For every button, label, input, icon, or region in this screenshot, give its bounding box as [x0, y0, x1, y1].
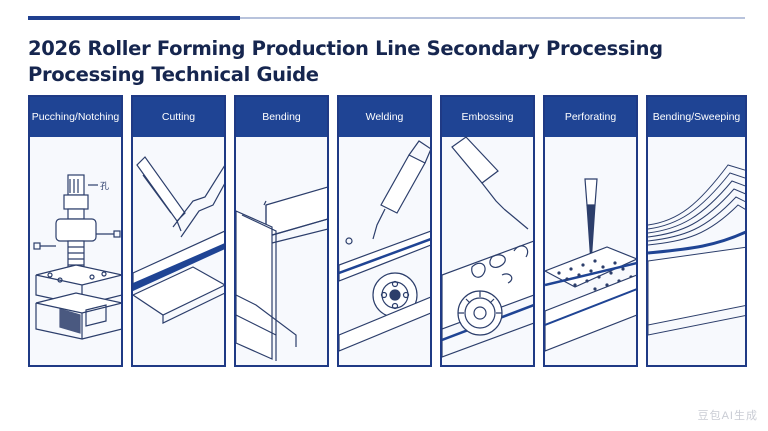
panel-punching: Pucching/Notching 孔 — [28, 95, 123, 367]
page-title: 2026 Roller Forming Production Line Seco… — [28, 36, 728, 88]
panel-label: Bending — [236, 97, 327, 137]
panel-label: Welding — [339, 97, 430, 137]
panel-label: Bending/Sweeping — [648, 97, 745, 137]
welding-torch-icon — [339, 140, 430, 352]
process-panels: Pucching/Notching 孔 Cutting — [28, 95, 747, 367]
panel-bending: Bending — [234, 95, 329, 367]
panel-label: Perforating — [545, 97, 636, 137]
panel-label: Embossing — [442, 97, 533, 137]
header-rule — [240, 17, 745, 19]
panel-embossing: Embossing — [440, 95, 535, 367]
panel-label: Cutting — [133, 97, 224, 137]
panel-sweeping: Bending/Sweeping — [646, 95, 747, 367]
title-line-1: 2026 Roller Forming Production Line Seco… — [28, 37, 663, 60]
embossing-roller-icon — [442, 136, 533, 358]
bent-plate-icon — [236, 186, 327, 361]
cutting-blade-icon — [133, 156, 224, 324]
title-line-2: Processing Technical Guide — [28, 63, 319, 86]
watermark: 豆包AI生成 — [697, 410, 758, 422]
perforating-punch-icon — [545, 178, 636, 352]
panel-label: Pucching/Notching — [30, 97, 121, 137]
panel-perforating: Perforating — [543, 95, 638, 367]
hole-annotation: 孔 — [100, 181, 109, 191]
punch-die-icon: 孔 — [33, 174, 121, 340]
accent-bar — [28, 16, 240, 20]
panel-welding: Welding — [337, 95, 432, 367]
panel-cutting: Cutting — [131, 95, 226, 367]
swept-sheet-icon — [648, 164, 745, 336]
